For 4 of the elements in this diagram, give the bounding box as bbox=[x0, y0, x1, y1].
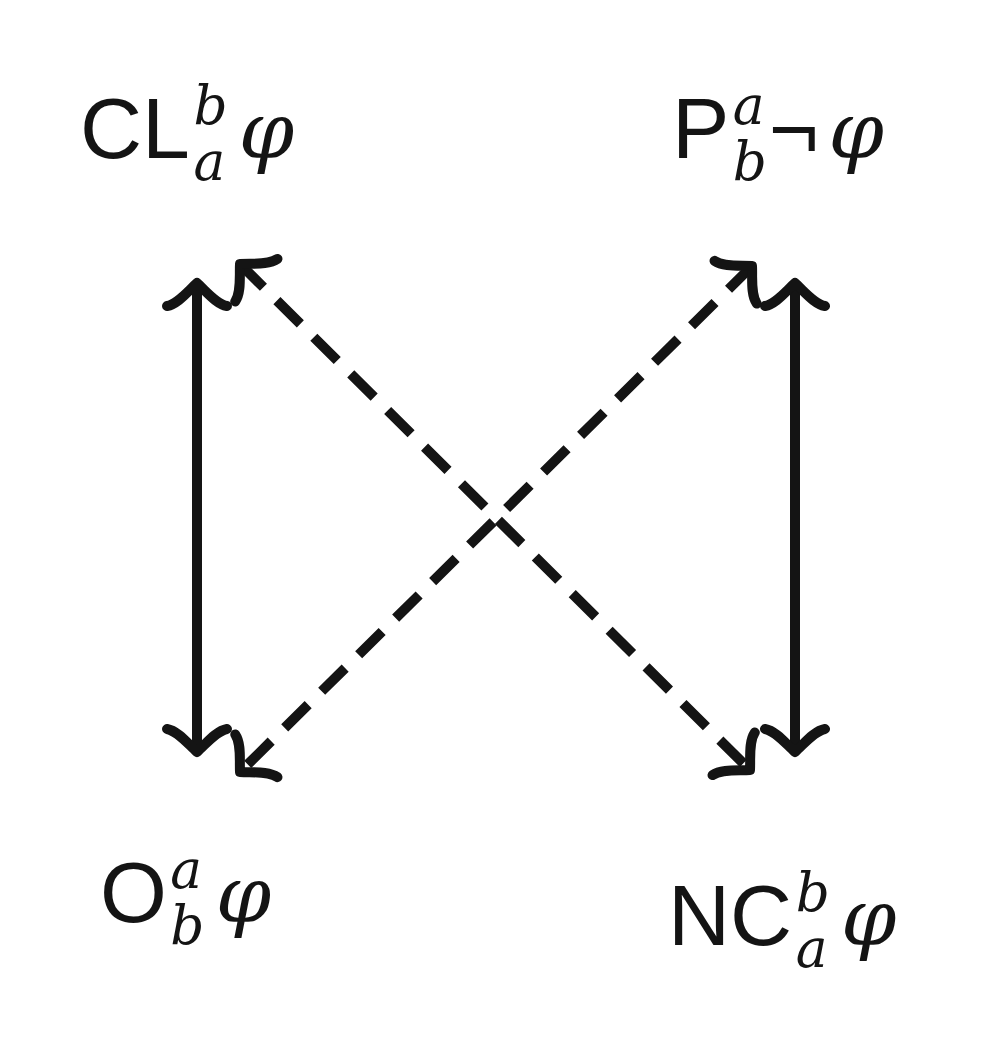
formula-label: O$^{a}$$_{b}$φ bbox=[100, 843, 272, 955]
formula-label: P$^{a}$$_{b}$¬φ bbox=[672, 79, 884, 191]
formula-label: NC$^{b}$$_{a}$φ bbox=[668, 866, 897, 978]
formula-label: CL$^{b}$$_{a}$φ bbox=[80, 79, 295, 191]
